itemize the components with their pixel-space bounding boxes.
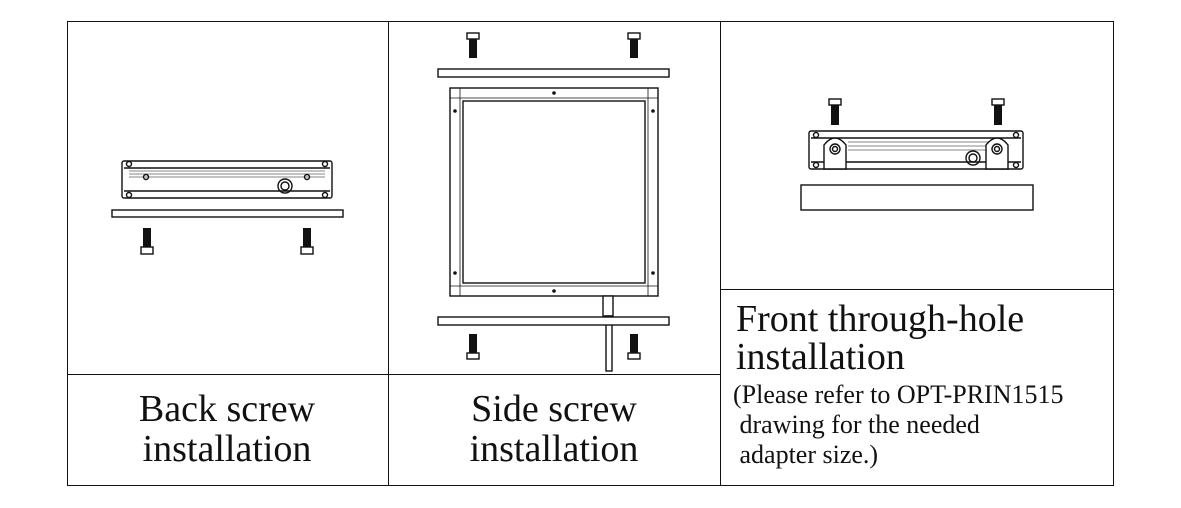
front-title-line1: Front through-hole <box>736 298 1025 340</box>
front-note-line2: drawing for the needed <box>733 409 980 439</box>
back-caption-line2: installation <box>142 427 312 470</box>
installation-table <box>67 21 1114 486</box>
mounting-plate-icon <box>437 316 670 326</box>
column-divider-2 <box>720 22 721 485</box>
back-caption-line1: Back screw <box>138 388 316 430</box>
hex-screw-icon <box>300 228 314 255</box>
hex-screw-icon <box>627 334 641 360</box>
hex-screw-icon <box>140 228 154 255</box>
back-screw-caption: Back screw installation <box>67 388 387 470</box>
mounting-plate-icon <box>437 68 670 78</box>
hex-screw-icon <box>828 98 842 125</box>
front-note-line1: (Please refer to OPT-PRIN1515 <box>733 380 1064 409</box>
hex-screw-icon <box>466 334 480 360</box>
side-caption-line2: installation <box>469 427 639 470</box>
front-title-line2: installation <box>736 336 905 378</box>
hex-screw-icon <box>466 32 480 58</box>
side-screw-caption: Side screw installation <box>388 388 720 470</box>
hex-screw-icon <box>991 98 1005 125</box>
bar-light-icon <box>808 130 1024 170</box>
side-screw-illustration <box>437 32 670 372</box>
cable-icon <box>602 295 614 372</box>
front-through-hole-illustration <box>800 98 1034 211</box>
row-divider-right <box>720 289 1113 290</box>
front-note-line3: adapter size.) <box>733 439 879 469</box>
front-through-hole-note: (Please refer to OPT-PRIN1515 drawing fo… <box>733 380 1113 470</box>
bar-light-icon <box>121 160 333 199</box>
column-divider-1 <box>388 22 389 485</box>
hex-screw-icon <box>627 32 641 58</box>
row-divider-left <box>68 374 720 375</box>
back-screw-illustration <box>111 160 344 255</box>
mounting-plate-icon <box>800 184 1034 211</box>
square-panel-light-icon <box>449 87 659 297</box>
front-through-hole-title: Front through-hole installation <box>736 300 1111 376</box>
side-caption-line1: Side screw <box>471 388 637 430</box>
mounting-plate-icon <box>111 209 344 218</box>
